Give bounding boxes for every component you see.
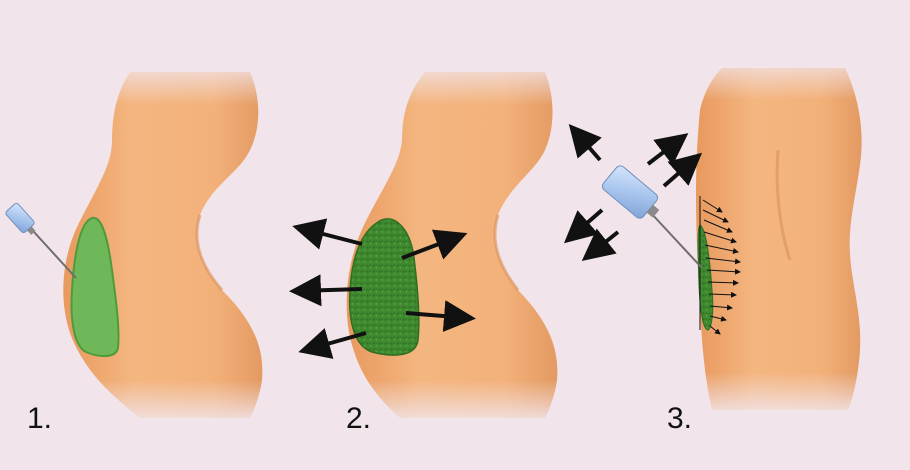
arrow-icon (292, 218, 363, 250)
panel-1 (5, 60, 310, 425)
step-label-3: 3. (667, 402, 693, 435)
arrow-icon (298, 328, 367, 359)
suction-arrows (563, 123, 703, 261)
arrow-icon (662, 152, 703, 188)
fat-cannula-lines (699, 196, 741, 335)
torso-2-contour (493, 214, 520, 291)
arrow-icon (401, 229, 468, 260)
fat-deposit-2 (348, 218, 420, 356)
panel-2 (289, 60, 580, 425)
arrow-icon (568, 123, 602, 162)
arrow-icon (405, 300, 476, 333)
torso-1-contour (195, 214, 224, 291)
syringe-icon (5, 202, 77, 279)
fat-deposit-1 (70, 216, 120, 358)
fat-deposit-3 (697, 224, 714, 331)
torso-3 (696, 68, 862, 410)
arrow-icon (581, 228, 620, 261)
step-label-1: 1. (27, 402, 53, 435)
step-label-2: 2. (346, 402, 372, 435)
syringe-icon (601, 165, 703, 269)
arrow-icon (563, 208, 604, 244)
outward-arrows (289, 218, 476, 359)
torso-3-contour (775, 149, 792, 261)
arrow-icon (289, 274, 363, 307)
arrow-icon (646, 133, 689, 166)
panel-3 (563, 55, 890, 417)
